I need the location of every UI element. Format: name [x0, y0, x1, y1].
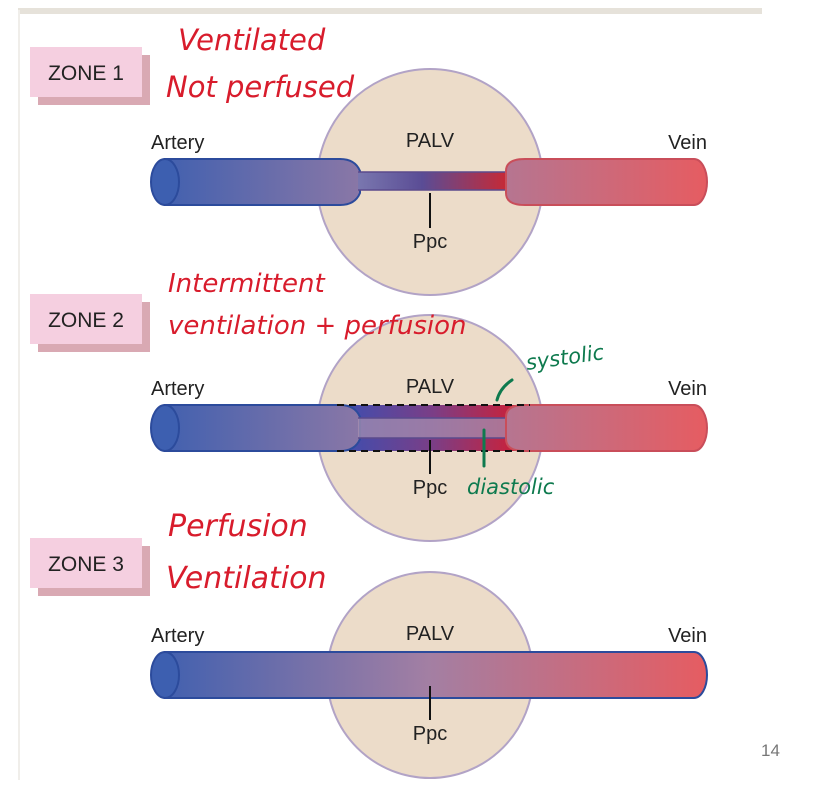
zone-2-label-box: [30, 294, 142, 344]
zone-2-mark-diastolic: diastolic: [467, 475, 555, 499]
slide-page-number: 14: [761, 741, 780, 760]
zone-3-label-box: [30, 538, 142, 588]
zone-1-artery-opening: [150, 158, 180, 206]
zone-2-note-ventilation-perfusion: ventilation + perfusion: [168, 311, 467, 341]
zone-3-group: ZONE 3 Artery Vein PALV Ppc Perfusion Ve…: [30, 509, 708, 779]
zone-1-note-not-perfused: Not perfused: [166, 70, 355, 104]
zone-2-mark-systolic: systolic: [524, 340, 606, 375]
zone-2-artery-label: Artery: [151, 378, 204, 400]
zone-2-vein-vessel: [505, 404, 708, 452]
zone-1-vein-vessel: [505, 158, 708, 206]
zone-1-artery-label: Artery: [151, 132, 204, 154]
zone-2-systolic-pointer: [495, 378, 514, 402]
zone-3-palv-label: PALV: [406, 623, 455, 645]
zone-1-vein-label: Vein: [668, 132, 707, 154]
zone-1-artery-vessel: [164, 158, 361, 206]
zone-2-label: ZONE 2: [48, 309, 124, 332]
zone-1-label: ZONE 1: [48, 62, 124, 85]
zone-1-palv-label: PALV: [406, 130, 455, 152]
zone-2-ppc-label: Ppc: [413, 477, 447, 499]
zone-1-ppc-label: Ppc: [413, 231, 447, 253]
zone-3-ppc-label: Ppc: [413, 723, 447, 745]
slide-top-rule: [18, 8, 762, 14]
zone-2-note-intermittent: Intermittent: [168, 269, 325, 299]
zone-3-vessel: [164, 651, 708, 699]
zone-1-label-box: [30, 47, 142, 97]
zone-2-artery-opening: [150, 404, 180, 452]
zone-3-vein-label: Vein: [668, 625, 707, 647]
zone-1-compressed-capillary: [358, 172, 508, 190]
zone-2-vein-label: Vein: [668, 378, 707, 400]
slide-left-rule: [18, 10, 20, 780]
zone-3-label: ZONE 3: [48, 553, 124, 576]
zone-2-group: ZONE 2 Artery Vein PALV Ppc Intermittent…: [30, 269, 708, 542]
zone-3-note-ventilation: Ventilation: [166, 561, 327, 596]
zone-2-artery-vessel: [164, 404, 361, 452]
zone-1-group: ZONE 1 Artery Vein PALV Ppc Ventilated N…: [30, 23, 708, 296]
zone-3-note-perfusion: Perfusion: [168, 509, 308, 544]
zone-1-note-ventilated: Ventilated: [178, 23, 326, 57]
zone-2-palv-label: PALV: [406, 376, 455, 398]
zone-3-artery-label: Artery: [151, 625, 204, 647]
zone-2-narrow-lumen: [358, 418, 508, 438]
zone-3-artery-opening: [150, 651, 180, 699]
